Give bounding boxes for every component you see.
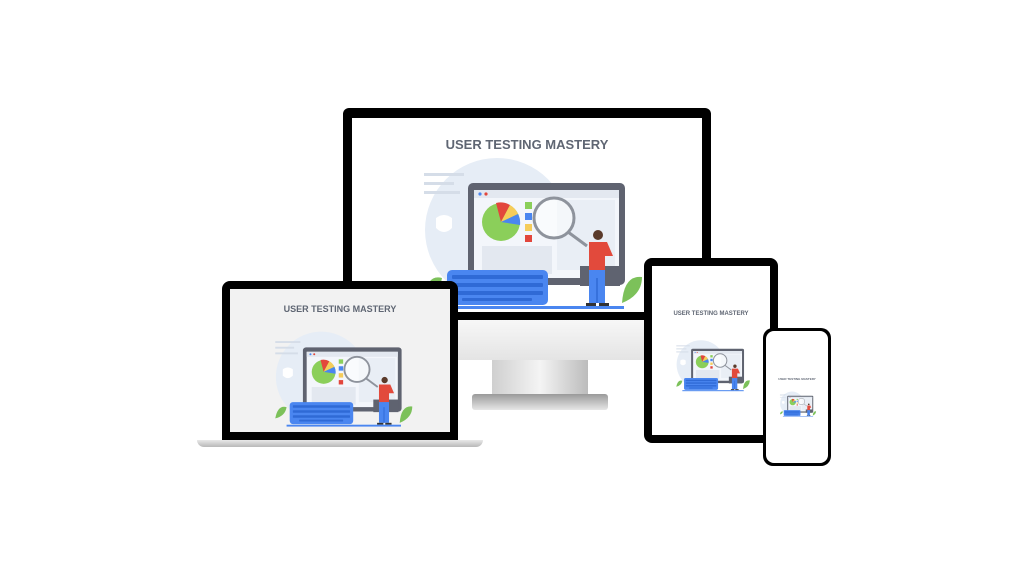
desktop-title: USER TESTING MASTERY (445, 137, 609, 152)
laptop: USER TESTING MASTERY (222, 281, 458, 440)
desktop-stand-neck (492, 360, 588, 396)
phone-illustration (779, 391, 817, 417)
tablet-illustration (675, 339, 751, 392)
desktop-screen: USER TESTING MASTERY (352, 118, 702, 312)
laptop-base (197, 440, 483, 447)
tablet: USER TESTING MASTERY (644, 258, 778, 443)
desktop-stand-base (472, 394, 608, 410)
phone-screen: USER TESTING MASTERY (766, 331, 828, 463)
tablet-screen: USER TESTING MASTERY (652, 266, 770, 435)
laptop-screen: USER TESTING MASTERY (230, 289, 450, 432)
phone: USER TESTING MASTERY (763, 328, 831, 466)
phone-title: USER TESTING MASTERY (778, 377, 816, 381)
laptop-title: USER TESTING MASTERY (283, 304, 397, 314)
tablet-title: USER TESTING MASTERY (673, 311, 749, 317)
